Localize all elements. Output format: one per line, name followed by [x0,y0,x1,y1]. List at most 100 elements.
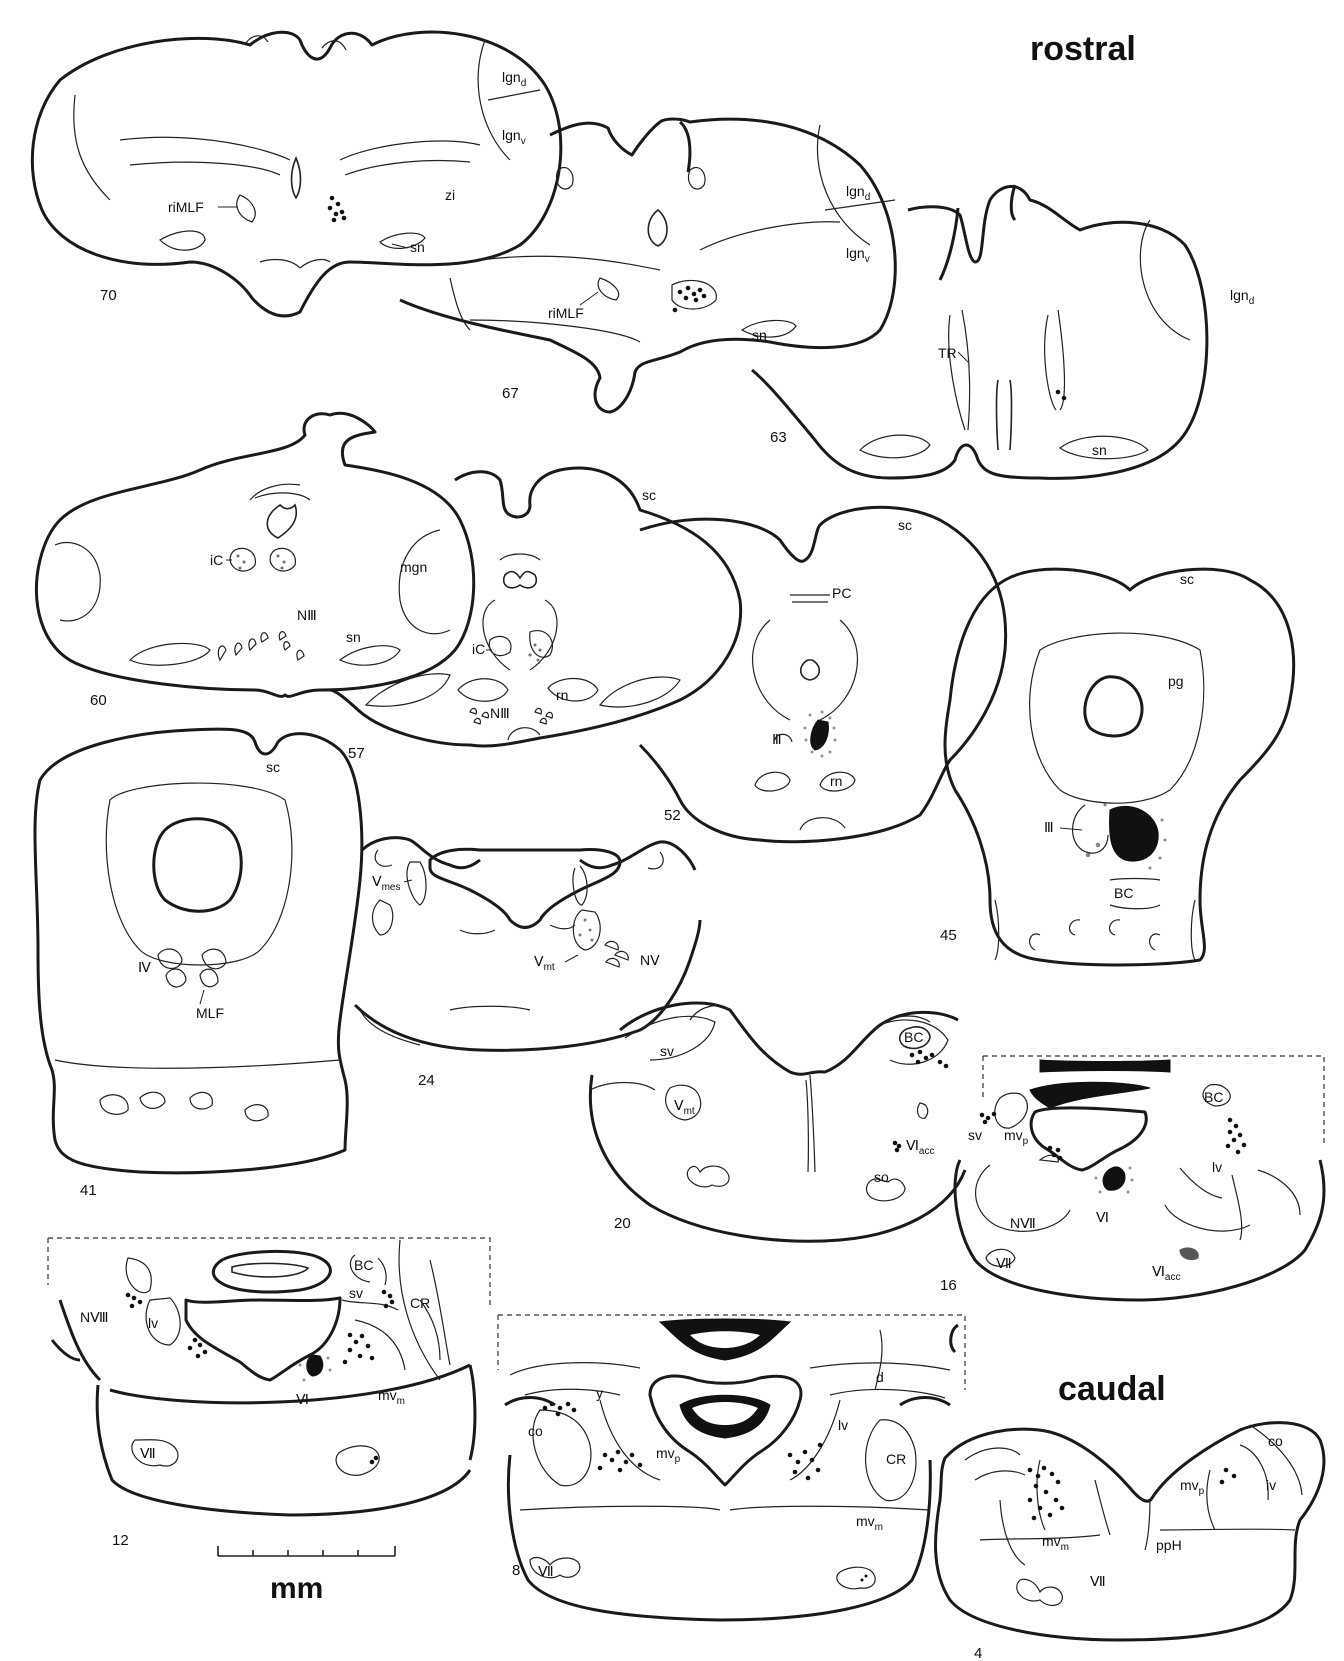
section-number: 52 [664,807,681,824]
section-12: BC sv CR lv NⅧ Ⅵ mvm Ⅶ 12 [48,1238,490,1549]
section-57: sc iC NⅢ rn 57 [330,468,741,762]
svg-text:sn: sn [752,327,767,343]
svg-text:sv: sv [660,1043,674,1059]
section-24: Ⅴmes Ⅴmt NⅤ 24 [355,838,700,1089]
svg-text:BC: BC [354,1257,373,1273]
section-number: 12 [112,1532,129,1549]
section-16: BC sv mvp lv NⅦ Ⅵ Ⅶ Ⅵacc 16 [940,1056,1324,1300]
svg-text:iv: iv [1266,1477,1276,1493]
section-60: iC mgn NⅢ sn 60 [36,413,473,709]
section-number: 16 [940,1277,957,1294]
section-number: 60 [90,692,107,709]
rostral-label: rostral [1030,30,1136,68]
svg-text:Ⅴmt: Ⅴmt [534,953,555,973]
section-8: d y co mvp lv CR mvm Ⅶ 8 [498,1315,965,1620]
section-number: 8 [512,1562,520,1579]
section-number: 24 [418,1072,435,1089]
svg-text:Ⅲ: Ⅲ [772,731,782,747]
scale-bar-unit: mm [270,1572,323,1605]
svg-text:co: co [1268,1433,1283,1449]
svg-text:sn: sn [410,239,425,255]
svg-text:y: y [596,1385,603,1401]
svg-text:mvp: mvp [1004,1127,1029,1147]
svg-text:so: so [874,1169,889,1185]
svg-text:NⅧ: NⅧ [80,1309,109,1325]
svg-text:iC: iC [210,552,223,568]
section-63: lgnd TR sn 63 [752,185,1254,478]
svg-text:d: d [876,1369,884,1385]
svg-text:mvm: mvm [856,1513,883,1533]
section-41: sc Ⅳ MLF 41 [35,729,362,1199]
section-number: 70 [100,287,117,304]
svg-text:lv: lv [1212,1159,1222,1175]
svg-text:Ⅵacc: Ⅵacc [1152,1263,1180,1283]
svg-text:rn: rn [556,687,568,703]
svg-text:NⅤ: NⅤ [640,952,660,968]
svg-text:Ⅵ: Ⅵ [1096,1209,1109,1225]
svg-text:mvp: mvp [656,1445,681,1465]
svg-text:sc: sc [898,517,912,533]
svg-text:lgnv: lgnv [846,245,870,265]
caudal-label: caudal [1058,1370,1166,1408]
svg-text:Ⅲ: Ⅲ [1044,819,1054,835]
svg-text:sc: sc [642,487,656,503]
svg-text:CR: CR [886,1451,906,1467]
svg-text:TR: TR [938,345,957,361]
scale-bar: mm [218,1546,395,1605]
svg-text:Ⅴmt: Ⅴmt [674,1097,695,1117]
svg-text:lgnd: lgnd [502,69,526,89]
svg-text:iC: iC [472,641,485,657]
svg-text:Ⅶ: Ⅶ [996,1255,1012,1271]
svg-text:co: co [528,1423,543,1439]
svg-text:lgnd: lgnd [1230,287,1254,307]
svg-text:sc: sc [266,759,280,775]
svg-text:ppH: ppH [1156,1537,1182,1553]
svg-text:mvm: mvm [378,1387,405,1407]
svg-text:PC: PC [832,585,851,601]
svg-text:Ⅴmes: Ⅴmes [372,873,400,893]
section-67: lgnd lgnv riMLF sn 67 [400,119,895,412]
svg-text:sn: sn [1092,442,1107,458]
svg-text:riMLF: riMLF [548,305,584,321]
svg-text:Ⅳ: Ⅳ [138,959,151,975]
section-number: 63 [770,429,787,446]
svg-text:Ⅶ: Ⅶ [1090,1573,1106,1589]
svg-text:riMLF: riMLF [168,199,204,215]
svg-text:Ⅵacc: Ⅵacc [906,1137,934,1157]
section-number: 41 [80,1182,97,1199]
svg-text:MLF: MLF [196,1005,224,1021]
svg-text:Ⅶ: Ⅶ [140,1445,156,1461]
svg-text:mvm: mvm [1042,1533,1069,1553]
svg-text:mgn: mgn [400,559,427,575]
svg-text:sn: sn [346,629,361,645]
section-45: sc pg Ⅲ BC 45 [940,569,1294,965]
svg-text:sv: sv [349,1285,363,1301]
svg-text:BC: BC [1114,885,1133,901]
section-number: 57 [348,745,365,762]
svg-text:lgnv: lgnv [502,127,526,147]
svg-text:BC: BC [904,1029,923,1045]
svg-text:NⅢ: NⅢ [297,607,317,623]
svg-text:BC: BC [1204,1089,1223,1105]
svg-text:mvp: mvp [1180,1477,1205,1497]
svg-text:lgnd: lgnd [846,183,870,203]
svg-text:zi: zi [445,187,455,203]
svg-text:sv: sv [968,1127,982,1143]
svg-text:NⅢ: NⅢ [490,705,510,721]
svg-text:CR: CR [410,1295,430,1311]
svg-text:Ⅵ: Ⅵ [296,1391,309,1407]
section-number: 67 [502,385,519,402]
section-number: 4 [974,1645,982,1661]
section-20: BC sv Ⅴmt Ⅵacc so 20 [590,1003,965,1241]
section-70: lgnd lgnv riMLF zi sn 70 [32,32,561,316]
section-4: co mvp iv mvm ppH Ⅶ 4 [936,1423,1324,1661]
svg-text:Ⅶ: Ⅶ [538,1563,554,1579]
svg-text:sc: sc [1180,571,1194,587]
section-number: 45 [940,927,957,944]
svg-text:pg: pg [1168,673,1184,689]
section-number: 20 [614,1215,631,1232]
svg-text:NⅦ: NⅦ [1010,1215,1036,1231]
svg-text:lv: lv [148,1315,158,1331]
